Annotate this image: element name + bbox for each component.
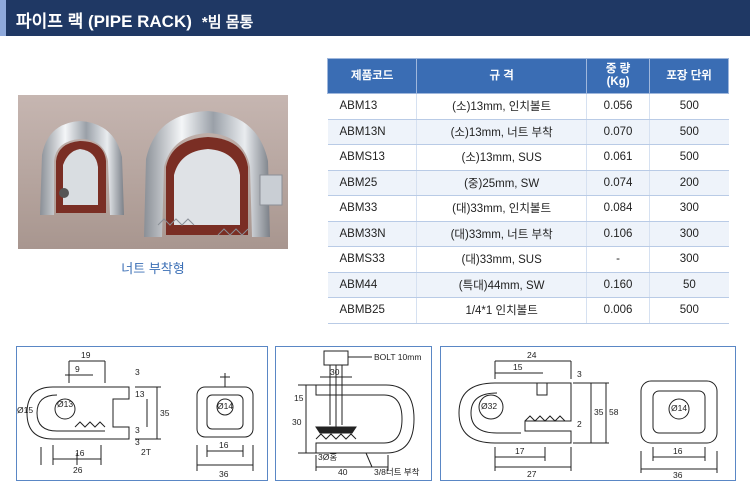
dim-label: 36 <box>219 469 229 479</box>
dim-label: BOLT 10mm <box>374 352 421 362</box>
dim-label: 3 <box>577 369 582 379</box>
cell-weight: 0.006 <box>585 297 650 324</box>
dim-label: 13 <box>135 389 145 399</box>
dim-label: 16 <box>75 448 85 458</box>
cell-pack: 300 <box>649 246 729 273</box>
dim-label: Ø15 <box>17 405 33 415</box>
cell-code: ABMB25 <box>327 297 417 324</box>
cell-spec: (소)13mm, 인치볼트 <box>416 93 587 120</box>
page-header: 파이프 랙 (PIPE RACK) *빔 몸통 <box>0 0 750 36</box>
cell-code: ABM33N <box>327 221 417 247</box>
photo-caption: 너트 부착형 <box>121 261 185 276</box>
cell-spec: (대)33mm, 너트 부착 <box>416 221 587 247</box>
dim-label: 40 <box>338 467 348 477</box>
cell-weight: 0.084 <box>585 195 650 222</box>
dim-label: 30 <box>330 367 340 377</box>
dim-label: 35 <box>594 407 604 417</box>
cell-spec: (대)33mm, 인치볼트 <box>416 195 587 222</box>
dim-label: 26 <box>73 465 83 475</box>
cell-pack: 300 <box>649 195 729 222</box>
table-row: ABMS33(대)33mm, SUS-300 <box>327 246 729 273</box>
dim-label: Ø32 <box>481 401 497 411</box>
cell-pack: 500 <box>649 119 729 145</box>
cell-weight: 0.074 <box>585 170 650 196</box>
cell-pack: 300 <box>649 221 729 247</box>
cell-pack: 500 <box>649 297 729 324</box>
dim-label: 9 <box>75 364 80 374</box>
drawing-small-rack: 19 9 3 13 35 3 3 16 26 2T 16 36 Ø15 Ø13 … <box>16 346 268 481</box>
cell-code: ABM33 <box>327 195 417 222</box>
dim-label: 24 <box>527 350 537 360</box>
cell-code: ABM25 <box>327 170 417 196</box>
cell-pack: 500 <box>649 93 729 120</box>
dim-label: 30 <box>292 417 302 427</box>
cell-code: ABM13 <box>327 93 417 120</box>
col-header-weight: 중 량 (Kg) <box>585 58 651 94</box>
cell-weight: 0.106 <box>585 221 650 247</box>
cell-weight: - <box>585 246 650 273</box>
cell-spec: (대)33mm, SUS <box>416 246 587 273</box>
dim-label: 19 <box>81 350 91 360</box>
col-header-spec: 규 격 <box>416 58 587 94</box>
spec-table: 제품코드 규 격 중 량 (Kg) 포장 단위 ABM13(소)13mm, 인치… <box>326 58 729 324</box>
title-text: 파이프 랙 (PIPE RACK) <box>16 12 192 31</box>
col-header-pack: 포장 단위 <box>649 58 729 94</box>
dim-label: 15 <box>513 362 523 372</box>
product-photo <box>18 95 288 249</box>
dim-label: 35 <box>160 408 170 418</box>
cell-spec: 1/4*1 인치볼트 <box>416 297 587 324</box>
drawing-small-rack-svg: 19 9 3 13 35 3 3 16 26 2T 16 36 Ø15 Ø13 … <box>17 350 254 479</box>
cell-pack: 200 <box>649 170 729 196</box>
cell-code: ABM13N <box>327 119 417 145</box>
header-accent <box>0 0 6 36</box>
dim-label: 15 <box>294 393 304 403</box>
title-subtitle: *빔 몸통 <box>201 14 254 31</box>
dim-label: Ø14 <box>217 401 233 411</box>
dim-label: 17 <box>515 446 525 456</box>
cell-pack: 50 <box>649 272 729 298</box>
cell-code: ABMS13 <box>327 144 417 171</box>
drawing-large-rack-svg: 24 15 3 35 58 2 17 27 16 36 Ø32 Ø14 <box>458 350 718 480</box>
dim-label: 58 <box>609 407 619 417</box>
col-header-code: 제품코드 <box>326 58 418 94</box>
dim-label: Ø13 <box>57 399 73 409</box>
cell-spec: (중)25mm, SW <box>416 170 587 196</box>
cell-spec: (소)13mm, SUS <box>416 144 587 171</box>
dim-label: 3 <box>135 367 140 377</box>
dim-label: 16 <box>219 440 229 450</box>
dim-label: 2 <box>577 419 582 429</box>
table-header-row: 제품코드 규 격 중 량 (Kg) 포장 단위 <box>326 58 729 94</box>
drawing-bolt-rack-svg: BOLT 10mm 30 15 30 3Ø홈 40 3/8너트 부착 <box>292 350 421 477</box>
cell-spec: (소)13mm, 너트 부착 <box>416 119 587 145</box>
dim-label: 3Ø홈 <box>318 452 337 462</box>
dim-label: 2T <box>141 447 151 457</box>
cell-weight: 0.056 <box>585 93 650 120</box>
cell-weight: 0.160 <box>585 272 650 298</box>
drawing-bolt-rack: BOLT 10mm 30 15 30 3Ø홈 40 3/8너트 부착 <box>275 346 432 481</box>
cell-code: ABMS33 <box>327 246 417 273</box>
page-title: 파이프 랙 (PIPE RACK) *빔 몸통 <box>16 7 253 32</box>
cell-weight: 0.070 <box>585 119 650 145</box>
drawing-large-rack: 24 15 3 35 58 2 17 27 16 36 Ø32 Ø14 <box>440 346 736 481</box>
dim-label: 3 <box>135 425 140 435</box>
dim-label: 27 <box>527 469 537 479</box>
cell-spec: (특대)44mm, SW <box>416 272 587 298</box>
cell-pack: 500 <box>649 144 729 171</box>
dim-label: 16 <box>673 446 683 456</box>
dim-label: Ø14 <box>671 403 687 413</box>
dim-label: 3 <box>135 437 140 447</box>
dim-label: 3/8너트 부착 <box>374 467 420 477</box>
cell-code: ABM44 <box>327 272 417 298</box>
dim-label: 36 <box>673 470 683 480</box>
cell-weight: 0.061 <box>585 144 650 171</box>
